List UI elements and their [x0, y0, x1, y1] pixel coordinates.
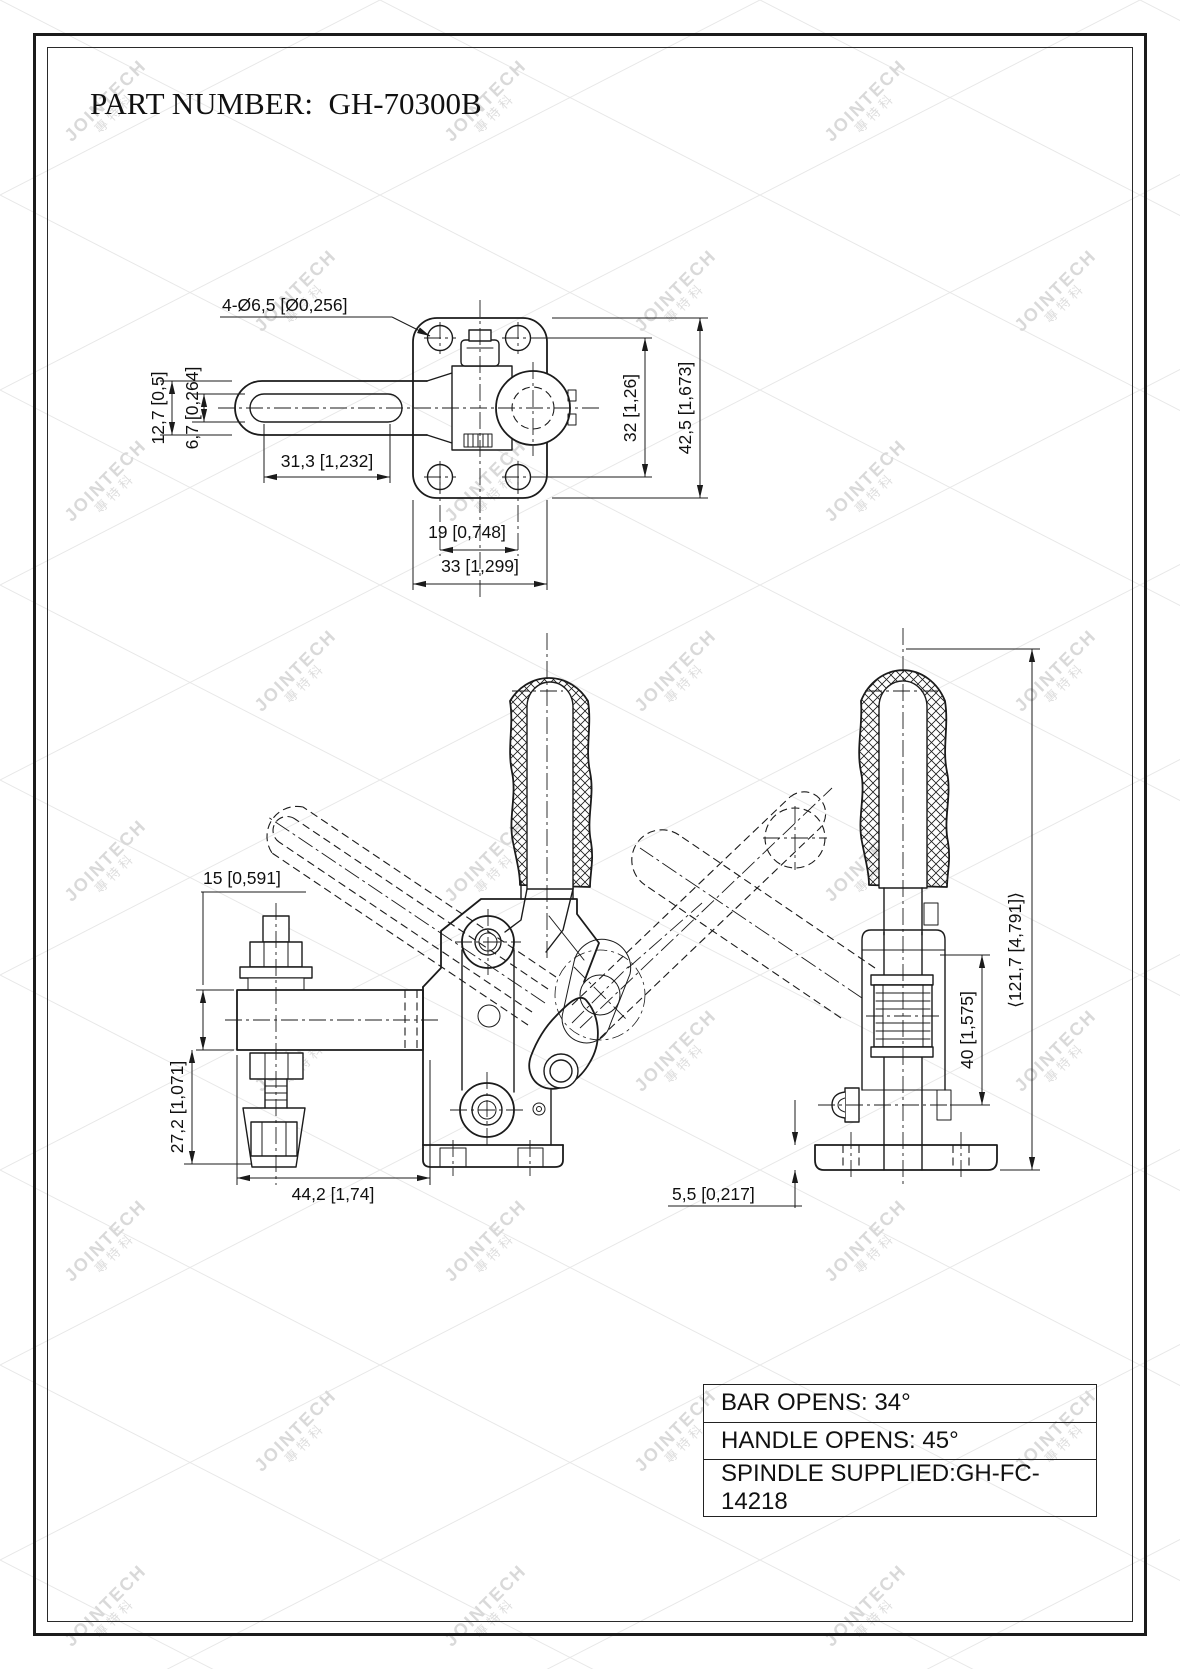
dim-slot-width: 6,7 [0,264] — [182, 367, 202, 450]
front-pivot-link — [459, 888, 579, 1138]
front-spindle — [239, 915, 313, 1168]
top-view: 4-Ø6,5 [Ø0,256] 12,7 [0,5] 6,7 [0,264] 3… — [148, 295, 708, 600]
dim-spindle-clearance: 27,2 [1,071] — [167, 1061, 187, 1153]
front-view-dimensions: 15 [0,591] 27,2 [1,071] 44,2 [1,74] — [167, 868, 431, 1204]
front-phantom-open-positions — [266, 787, 833, 1044]
dim-bar-section-height: 15 [0,591] — [203, 868, 281, 888]
spec-row-bar-opens: BAR OPENS: 34° — [704, 1385, 1096, 1423]
side-view-centerlines — [818, 628, 962, 1185]
dim-slot-length: 31,3 [1,232] — [281, 451, 373, 471]
top-view-dimensions: 4-Ø6,5 [Ø0,256] 12,7 [0,5] 6,7 [0,264] 3… — [148, 295, 708, 590]
dim-pivot-height: 40 [1,575] — [957, 991, 977, 1069]
front-handle-grip — [509, 677, 594, 890]
side-phantom-open-bar — [631, 806, 876, 1019]
side-view: 40 [1,575] ⟨121,7 [4,791]⟩ 5,5 [0,217] — [631, 628, 1040, 1208]
dim-base-length: 42,5 [1,673] — [675, 362, 695, 454]
dim-flange-thickness: 5,5 [0,217] — [672, 1184, 755, 1204]
spec-row-spindle-supplied: SPINDLE SUPPLIED:GH-FC-14218 — [721, 1460, 1040, 1515]
top-view-centerlines — [218, 300, 602, 600]
dim-base-width: 33 [1,299] — [441, 556, 519, 576]
dim-overall-height: ⟨121,7 [4,791]⟩ — [1005, 892, 1025, 1008]
dim-bar-length: 44,2 [1,74] — [292, 1184, 375, 1204]
page-title: PART NUMBER: GH-70300B — [90, 86, 482, 121]
spec-table: BAR OPENS: 34° HANDLE OPENS: 45° SPINDLE… — [703, 1384, 1097, 1517]
spec-row-handle-opens: HANDLE OPENS: 45° — [704, 1423, 1096, 1460]
dim-mount-holes: 4-Ø6,5 [Ø0,256] — [222, 295, 348, 315]
side-view-dimensions: 40 [1,575] ⟨121,7 [4,791]⟩ 5,5 [0,217] — [668, 648, 1040, 1208]
dim-bar-width: 12,7 [0,5] — [148, 372, 168, 445]
dim-hole-pitch-horizontal: 19 [0,748] — [428, 522, 506, 542]
side-handle-grip — [858, 669, 951, 889]
front-view: 15 [0,591] 27,2 [1,071] 44,2 [1,74] — [167, 633, 833, 1204]
dim-hole-pitch-vertical: 32 [1,26] — [620, 374, 640, 442]
front-view-centerlines — [225, 633, 563, 1185]
